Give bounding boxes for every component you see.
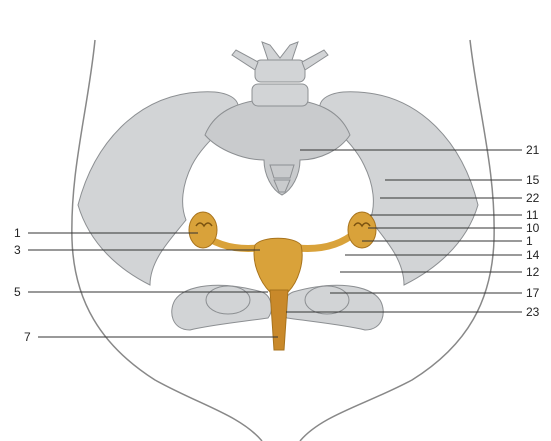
uterus bbox=[254, 238, 302, 292]
vagina bbox=[270, 290, 288, 350]
label-right-11: 11 bbox=[526, 209, 538, 221]
transverse-process bbox=[232, 50, 258, 70]
lumbar-vertebra bbox=[252, 84, 308, 106]
label-right-23: 23 bbox=[526, 306, 539, 318]
label-right-22: 22 bbox=[526, 192, 539, 204]
label-right-21: 21 bbox=[526, 144, 539, 156]
right-ovary bbox=[348, 212, 376, 248]
label-right-15: 15 bbox=[526, 174, 539, 186]
label-left-1: 1 bbox=[14, 227, 21, 239]
label-right-17: 17 bbox=[526, 287, 539, 299]
label-right-12: 12 bbox=[526, 266, 539, 278]
label-right-14: 14 bbox=[526, 249, 539, 261]
lumbar-vertebra bbox=[255, 60, 305, 82]
label-left-5: 5 bbox=[14, 286, 21, 298]
spinous-process bbox=[262, 42, 298, 60]
label-left-7: 7 bbox=[24, 331, 31, 343]
label-right-1: 1 bbox=[526, 235, 533, 247]
right-ilium-bone bbox=[320, 92, 478, 285]
right-pubic-bone bbox=[284, 285, 384, 330]
left-ovary bbox=[189, 212, 217, 248]
transverse-process bbox=[302, 50, 328, 70]
label-left-3: 3 bbox=[14, 244, 21, 256]
label-right-10: 10 bbox=[526, 222, 539, 234]
